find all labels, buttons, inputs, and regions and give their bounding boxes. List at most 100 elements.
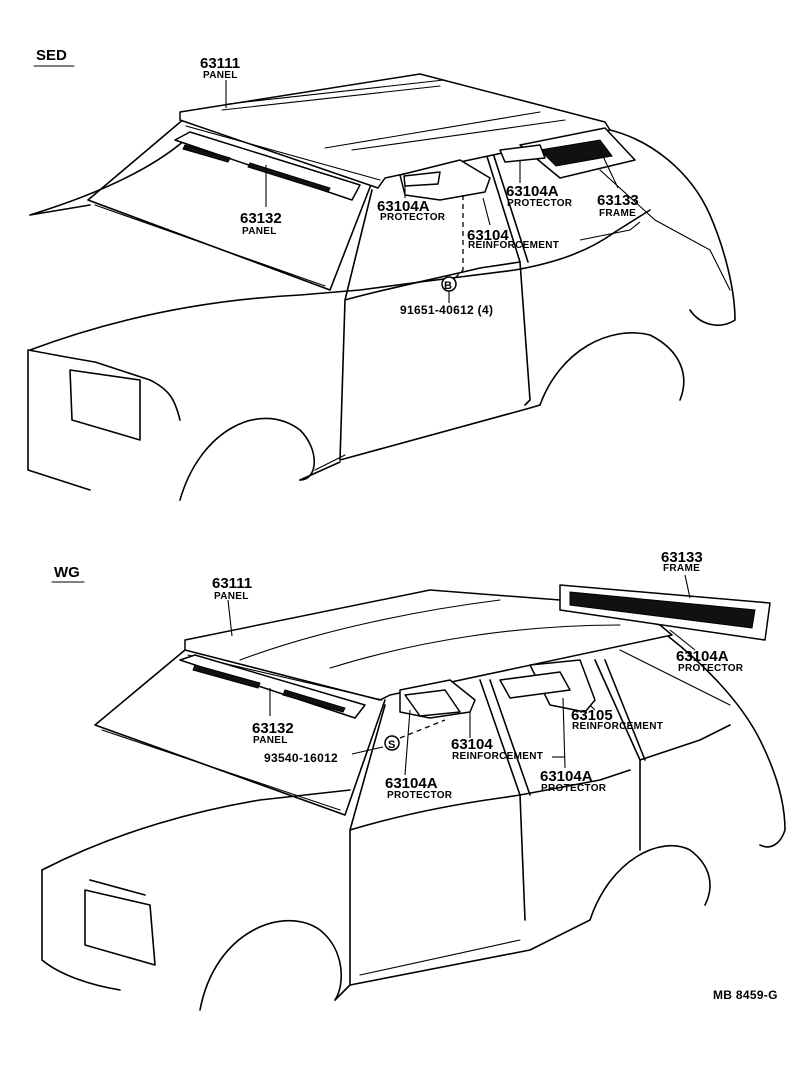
wagon-rocker — [359, 939, 521, 976]
wagon-callout-63104: 63104 REINFORCEMENT — [451, 736, 543, 762]
sedan-callout-bolt: 91651-40612 (4) — [400, 303, 493, 317]
sedan-rear-window — [599, 169, 731, 291]
wagon-63104A-rear-leader — [669, 629, 696, 651]
sedan-callout-63104A-rear: 63104A PROTECTOR — [506, 183, 573, 209]
wagon-windshield-inner — [101, 729, 341, 811]
part-name: REINFORCEMENT — [452, 751, 543, 762]
sedan-callout-63104A-front: 63104A PROTECTOR — [377, 198, 446, 223]
sedan-roof-edge — [185, 125, 381, 181]
wagon-rear-wheel-arch — [589, 845, 711, 921]
sedan-sill — [299, 404, 541, 481]
wagon-callout-63104A-mid: 63104A PROTECTOR — [540, 768, 607, 794]
part-name: FRAME — [663, 563, 700, 574]
part-number: 63132 — [252, 720, 294, 737]
part-number: 63111 — [212, 575, 252, 592]
sedan-protector-rear — [499, 144, 546, 163]
sedan-body-outline — [29, 129, 736, 351]
wagon-63104A-mid-leader — [562, 697, 566, 769]
wagon-callout-63104A-front: 63104A PROTECTOR — [385, 775, 453, 801]
wagon-callout-63132: 63132 PANEL — [252, 720, 294, 746]
part-number: 93540-16012 — [264, 751, 338, 765]
part-number: 63105 — [571, 707, 613, 724]
sedan-bolt-dashline — [454, 195, 464, 279]
wagon-screw-leader — [351, 746, 384, 755]
wagon-front-wheel-arch — [199, 919, 343, 1011]
sedan-front-wheel-arch — [179, 417, 315, 501]
wagon-screw-symbol — [384, 735, 400, 751]
part-name: PROTECTOR — [507, 198, 573, 209]
wagon-front-end — [41, 869, 156, 991]
part-name: PANEL — [214, 591, 249, 602]
wagon-section-label: WG — [54, 564, 80, 581]
wagon-roof-panel — [184, 589, 673, 701]
part-name: PANEL — [203, 70, 238, 81]
sedan-roof-rib-2 — [227, 79, 445, 105]
sedan-roof-rib-1 — [221, 85, 441, 111]
sedan-front-end — [27, 349, 181, 491]
wagon-callout-63105: 63105 REINFORCEMENT — [571, 707, 663, 732]
sedan-callout-63111: 63111 PANEL — [200, 55, 240, 81]
sedan-door-line — [339, 149, 531, 461]
sedan-section-label: SED — [36, 47, 67, 64]
sedan-63104-leader — [482, 197, 491, 226]
part-name: PANEL — [242, 226, 277, 237]
wagon-63133-leader — [684, 574, 691, 599]
part-number: 63104 — [451, 736, 493, 753]
wagon-callout-63111: 63111 PANEL — [212, 575, 252, 602]
part-number: 63133 — [597, 192, 639, 209]
sedan-roof-rib-4 — [351, 119, 566, 151]
part-number: 63132 — [240, 210, 282, 227]
wagon-63111-leader — [227, 599, 233, 637]
wagon-screw-symbol-letter: S — [388, 739, 396, 751]
wagon-callout-63133: 63133 FRAME — [661, 549, 703, 574]
wagon-roof-rib-1 — [239, 599, 501, 661]
part-number: 63104A — [385, 775, 438, 792]
sedan-protector-front — [403, 171, 441, 187]
part-number: 63104A — [540, 768, 593, 785]
part-name: PROTECTOR — [541, 783, 607, 794]
part-name: FRAME — [599, 208, 636, 219]
part-number: 63104A — [506, 183, 559, 200]
wagon-door-lines — [349, 659, 731, 986]
sedan-illustration: SED B — [27, 47, 736, 501]
wagon-header-slots — [192, 664, 346, 713]
part-name: PROTECTOR — [678, 663, 744, 674]
wagon-front-protector — [404, 689, 461, 717]
sedan-windshield-inner — [94, 204, 326, 287]
part-number: 63104 — [467, 227, 509, 244]
part-name: PANEL — [253, 735, 288, 746]
part-number: 91651-40612 (4) — [400, 303, 493, 317]
wagon-rear-frame-detail — [569, 591, 756, 629]
wagon-illustration: WG S — [41, 549, 786, 1011]
wagon-mid-protector — [499, 671, 571, 699]
wagon-roof-rib-2 — [329, 624, 621, 669]
part-name: REINFORCEMENT — [468, 240, 559, 251]
part-number: 63104A — [676, 648, 729, 665]
wagon-screw-dashline — [399, 719, 446, 739]
wagon-63105-leader — [589, 704, 596, 711]
sedan-rocker — [314, 454, 346, 471]
wagon-rear-window-top — [619, 649, 731, 706]
part-name: REINFORCEMENT — [572, 721, 663, 732]
part-number: 63111 — [200, 55, 240, 72]
wagon-63104A-front-leader — [404, 709, 411, 776]
wagon-callout-screw: 93540-16012 — [264, 751, 338, 765]
sedan-reinf-bracket — [579, 221, 641, 241]
part-name: PROTECTOR — [387, 790, 453, 801]
part-number: 63104A — [377, 198, 430, 215]
sedan-callout-63104: 63104 REINFORCEMENT — [467, 227, 559, 251]
sedan-callout-63133: 63133 FRAME — [597, 192, 639, 219]
wagon-callout-63104A-rear: 63104A PROTECTOR — [676, 648, 744, 674]
sedan-roof-rib-3 — [324, 111, 541, 149]
part-number: 63133 — [661, 549, 703, 566]
sedan-rear-frame-detail — [538, 139, 613, 167]
sedan-bolt-symbol-letter: B — [444, 280, 452, 292]
sedan-callout-63132: 63132 PANEL — [240, 210, 282, 237]
wagon-sill — [334, 919, 591, 1001]
sedan-header-slots — [182, 144, 331, 193]
sedan-rear-wheel-arch — [539, 332, 685, 406]
sedan-63133-leader — [599, 149, 619, 189]
part-name: PROTECTOR — [380, 212, 446, 223]
